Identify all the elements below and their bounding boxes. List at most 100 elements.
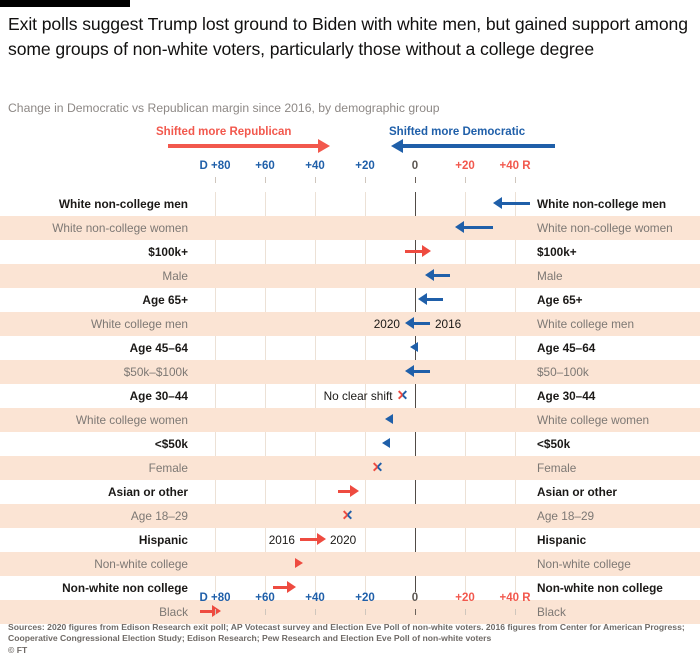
row-label-right: $50–100k <box>537 365 589 379</box>
gridline <box>515 192 516 592</box>
shift-arrow-head <box>287 581 296 593</box>
axis-tick-mark-5 <box>465 177 466 183</box>
legend-arrow-republican-shaft <box>168 144 320 148</box>
row-label-left: Age 30–44 <box>129 389 188 403</box>
shift-arrow-head <box>417 293 427 305</box>
row-label-right: Non-white college <box>537 557 631 571</box>
axis-tick-label-3: +20 <box>355 160 375 172</box>
gridline <box>265 192 266 592</box>
axis-tick-label-4: 0 <box>411 592 419 604</box>
chart-row: Age 65+Age 65+ <box>0 288 700 312</box>
axis-tick-mark-1 <box>265 177 266 183</box>
row-label-left: $100k+ <box>148 245 188 259</box>
row-label-left: Black <box>159 605 188 619</box>
row-label-right: $100k+ <box>537 245 577 259</box>
shift-arrow-shaft <box>413 322 430 325</box>
axis-tick-mark-2 <box>315 609 316 615</box>
axis-tick-mark-4 <box>415 177 416 183</box>
ft-credit: © FT <box>8 644 28 655</box>
chart-row: $100k+ $100k+ <box>0 240 700 264</box>
row-label-left: Female <box>148 461 188 475</box>
row-label-left: Age 18–29 <box>130 509 188 523</box>
row-label-left: White college women <box>75 413 188 427</box>
annotation-year-start: 2016 <box>268 533 295 547</box>
shift-arrow-head <box>405 317 414 329</box>
shift-arrow-head <box>455 221 464 233</box>
annotation-no-clear-shift: No clear shift <box>323 389 393 403</box>
gridline <box>215 192 216 592</box>
axis-tick-label-6: +40 R <box>499 592 531 604</box>
shift-arrow-shaft <box>200 610 212 613</box>
shift-arrow-shaft <box>433 274 450 277</box>
shift-arrow-head <box>317 533 326 545</box>
axis-tick-label-4: 0 <box>411 160 419 172</box>
chart-row: Age 45–64 Age 45–64 <box>0 336 700 360</box>
source-text: Sources: 2020 figures from Edison Resear… <box>8 622 685 644</box>
chart-subtitle: Change in Democratic vs Republican margi… <box>8 101 440 115</box>
row-label-left: $50k–$100k <box>123 365 188 379</box>
row-label-right: White college women <box>537 413 650 427</box>
axis-tick-label-6: +40 R <box>499 160 531 172</box>
legend-label-republican: Shifted more Republican <box>156 126 292 138</box>
row-label-right: Hispanic <box>537 533 587 547</box>
row-label-right: Age 65+ <box>537 293 583 307</box>
axis-tick-mark-3 <box>365 177 366 183</box>
shift-arrow-head <box>349 485 359 497</box>
row-label-right: Female <box>537 461 577 475</box>
axis-tick-mark-6 <box>515 609 516 615</box>
row-label-right: Male <box>537 269 563 283</box>
shift-arrow-shaft <box>413 370 430 373</box>
chart-footer: Sources: 2020 figures from Edison Resear… <box>8 622 694 656</box>
row-label-left: <$50k <box>154 437 188 451</box>
shift-marker-triangle <box>295 558 303 568</box>
shift-arrow-head <box>405 365 414 377</box>
row-label-right: White college men <box>537 317 635 331</box>
row-label-right: White non-college women <box>537 221 673 235</box>
row-label-left: Age 45–64 <box>129 341 188 355</box>
row-label-right: White non-college men <box>537 197 667 211</box>
axis-tick-mark-0 <box>215 609 216 615</box>
shift-arrow-shaft <box>300 538 317 541</box>
axis-tick-label-1: +60 <box>255 592 275 604</box>
legend-arrow-republican-head <box>318 139 330 153</box>
shift-arrow-shaft <box>500 202 530 205</box>
shift-arrow-shaft <box>337 490 350 493</box>
axis-tick-label-5: +20 <box>455 160 475 172</box>
shift-marker-triangle <box>384 414 393 424</box>
legend-arrow-democratic-shaft <box>403 144 555 148</box>
shift-marker-triangle <box>409 342 418 352</box>
axis-tick-mark-3 <box>365 609 366 615</box>
axis-tick-mark-1 <box>265 609 266 615</box>
chart-row: $50k–$100k $50–100k <box>0 360 700 384</box>
gridline <box>465 192 466 592</box>
axis-tick-mark-2 <box>315 177 316 183</box>
chart-row: Hispanic Hispanic 2016 2020 <box>0 528 700 552</box>
chart-plot-area: White non-college men White non-college m… <box>0 192 700 624</box>
row-label-left: White college men <box>90 317 188 331</box>
axis-tick-label-3: +20 <box>355 592 375 604</box>
row-label-left: Non-white non college <box>62 581 188 595</box>
axis-tick-label-2: +40 <box>305 592 325 604</box>
legend-arrow-democratic-head <box>391 139 403 153</box>
annotation-year-end: 2020 <box>330 533 357 547</box>
row-label-right: <$50k <box>537 437 571 451</box>
gridline <box>365 192 366 592</box>
shift-arrow-shaft <box>405 250 422 253</box>
axis-tick-mark-4 <box>415 609 416 615</box>
row-label-left: Hispanic <box>138 533 188 547</box>
row-label-right: Age 45–64 <box>537 341 596 355</box>
row-label-right: Age 30–44 <box>537 389 596 403</box>
row-label-left: White non-college men <box>58 197 188 211</box>
chart-row: White non-college men White non-college m… <box>0 192 700 216</box>
zero-axis-line <box>415 192 416 592</box>
axis-tick-label-1: +60 <box>255 160 275 172</box>
